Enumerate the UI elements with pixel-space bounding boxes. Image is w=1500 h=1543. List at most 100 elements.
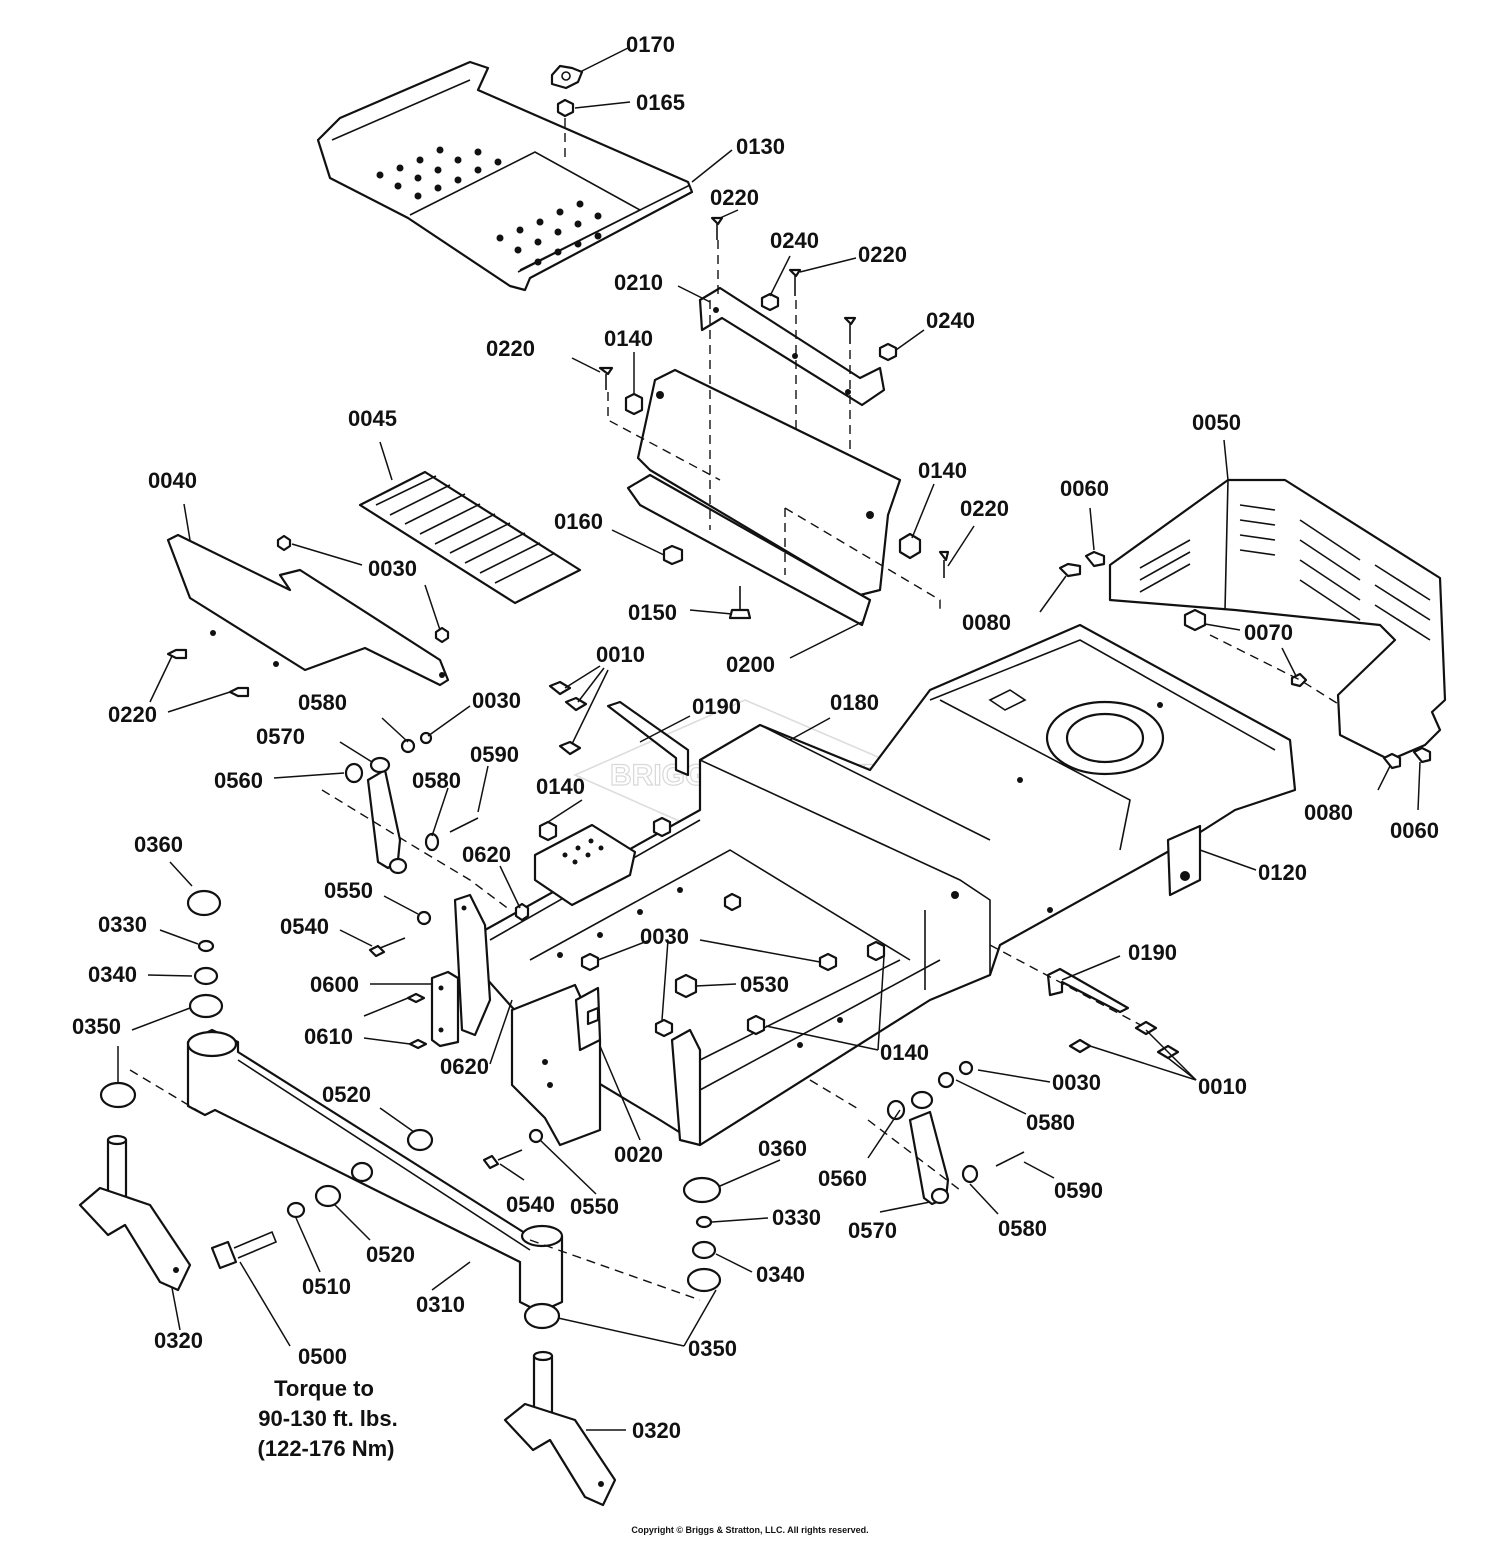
bracket-0620-left	[453, 893, 492, 1037]
label-0140: 0140	[536, 774, 585, 799]
side-shield-0040	[166, 533, 450, 687]
label-0120: 0120	[1258, 860, 1307, 885]
rear-shield-0050	[1058, 478, 1447, 770]
floor-mat-0045	[358, 470, 582, 605]
label-0220: 0220	[486, 336, 535, 361]
label-0220: 0220	[960, 496, 1009, 521]
label-0510: 0510	[302, 1274, 351, 1299]
bracket-0210	[698, 240, 886, 470]
label-0165: 0165	[636, 90, 685, 115]
bolt-0500	[210, 1230, 278, 1270]
label-0180: 0180	[830, 690, 879, 715]
label-0045: 0045	[348, 406, 397, 431]
label-0220: 0220	[108, 702, 157, 727]
copyright-notice: Copyright © Briggs & Stratton, LLC. All …	[631, 1525, 868, 1535]
label-0580: 0580	[298, 690, 347, 715]
torque-note-line3: (122-176 Nm)	[258, 1436, 395, 1461]
label-0240: 0240	[770, 228, 819, 253]
caster-fork-right-0320	[503, 1350, 617, 1507]
bolt-0150	[728, 586, 752, 620]
label-0520: 0520	[366, 1242, 415, 1267]
label-0140: 0140	[880, 1040, 929, 1065]
shock-absorber-left-0570	[321, 731, 511, 911]
label-0340: 0340	[88, 962, 137, 987]
leader-lines	[117, 47, 1421, 1431]
label-0360: 0360	[758, 1136, 807, 1161]
label-0190: 0190	[692, 694, 741, 719]
nuts-0030-frame	[514, 892, 838, 1038]
label-0560: 0560	[818, 1166, 867, 1191]
foot-plate-holes	[376, 146, 602, 266]
label-0080: 0080	[962, 610, 1011, 635]
bolts-0010-bottom	[1068, 1020, 1180, 1060]
bushings-0520	[286, 1128, 434, 1219]
label-0220: 0220	[858, 242, 907, 267]
label-0620: 0620	[462, 842, 511, 867]
label-0080: 0080	[1304, 800, 1353, 825]
bolt-0540-right	[482, 1128, 544, 1170]
label-0060: 0060	[1060, 476, 1109, 501]
label-0540: 0540	[506, 1192, 555, 1217]
torque-note-line2: 90-130 ft. lbs.	[258, 1406, 397, 1431]
bearing-stack-left	[99, 889, 224, 1109]
front-axle-0310	[129, 1028, 701, 1314]
label-0580: 0580	[998, 1216, 1047, 1241]
label-0330: 0330	[772, 1205, 821, 1230]
label-0030: 0030	[368, 556, 417, 581]
label-0050: 0050	[1192, 410, 1241, 435]
label-0560: 0560	[214, 768, 263, 793]
torque-note: Torque to 90-130 ft. lbs. (122-176 Nm)	[258, 1376, 398, 1461]
label-0220: 0220	[710, 185, 759, 210]
label-0140: 0140	[604, 326, 653, 351]
label-0610: 0610	[304, 1024, 353, 1049]
grommets-0140-frame	[538, 816, 886, 1036]
nut-0160	[662, 544, 684, 566]
label-0350: 0350	[72, 1014, 121, 1039]
seat-switch-box	[533, 823, 637, 907]
callout-labels: 0170 0165 0130 0220 0240 0220 0210 0240 …	[72, 32, 1439, 1443]
label-0170: 0170	[626, 32, 675, 57]
label-0160: 0160	[554, 509, 603, 534]
label-0140: 0140	[918, 458, 967, 483]
main-frame-0180	[468, 623, 1297, 1147]
washer-0550-left	[416, 910, 432, 926]
seat-panel-0200	[607, 300, 941, 627]
label-0200: 0200	[726, 652, 775, 677]
label-0030: 0030	[640, 924, 689, 949]
label-0570: 0570	[256, 724, 305, 749]
label-0030: 0030	[1052, 1070, 1101, 1095]
bolts-0010-top	[548, 680, 588, 756]
label-0210: 0210	[614, 270, 663, 295]
label-0580: 0580	[412, 768, 461, 793]
screws-0610	[406, 992, 428, 1050]
bracket-0190-bottom	[989, 944, 1151, 1031]
torque-note-line1: Torque to	[274, 1376, 374, 1401]
carriage-bolts-0220	[166, 216, 950, 698]
label-0320: 0320	[154, 1328, 203, 1353]
bolt-0540-left	[368, 937, 406, 958]
nut-0165	[556, 98, 575, 160]
label-0320: 0320	[632, 1418, 681, 1443]
label-0020: 0020	[614, 1142, 663, 1167]
label-0190: 0190	[1128, 940, 1177, 965]
axle-pivot-bracket	[510, 983, 702, 1147]
knob-0170	[550, 64, 584, 90]
label-0150: 0150	[628, 600, 677, 625]
label-0590: 0590	[1054, 1178, 1103, 1203]
label-0310: 0310	[416, 1292, 465, 1317]
shock-absorber-right-0570	[809, 1060, 1025, 1206]
foot-plate-0130	[316, 60, 694, 292]
label-0580: 0580	[1026, 1110, 1075, 1135]
label-0070: 0070	[1244, 620, 1293, 645]
label-0570: 0570	[848, 1218, 897, 1243]
label-0600: 0600	[310, 972, 359, 997]
bracket-0190-top	[606, 700, 690, 777]
label-0550: 0550	[324, 878, 373, 903]
label-0360: 0360	[134, 832, 183, 857]
label-0010: 0010	[596, 642, 645, 667]
label-0620: 0620	[440, 1054, 489, 1079]
label-0040: 0040	[148, 468, 197, 493]
label-0010: 0010	[1198, 1074, 1247, 1099]
label-0240: 0240	[926, 308, 975, 333]
